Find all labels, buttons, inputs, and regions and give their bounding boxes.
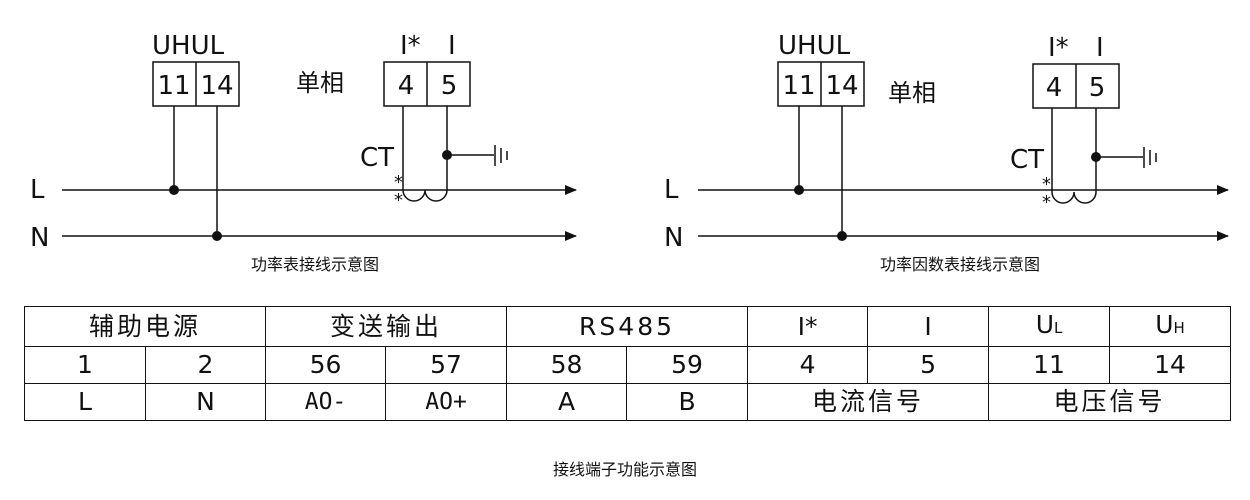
- table-cell: B: [626, 383, 749, 421]
- table-cell: 59: [626, 346, 749, 384]
- table-cell: 11: [988, 346, 1111, 384]
- current-signal-cell: 电流信号: [747, 383, 990, 421]
- voltage-terminal-11: 11: [157, 71, 190, 101]
- current-header-i: I: [448, 31, 456, 61]
- voltage-terminal-14: 14: [200, 71, 233, 101]
- polarity-star: *: [394, 172, 403, 193]
- header-u-h: UH: [1109, 306, 1232, 347]
- terminal-diagram-caption: 接线端子功能示意图: [552, 460, 697, 479]
- polarity-star: *: [394, 190, 403, 211]
- line-l-label: L: [664, 175, 679, 205]
- table-cell: N: [144, 383, 267, 421]
- power-meter-wiring-diagram: UHUL 11 14 单相 I* I 4 5 L N CT * *: [30, 31, 577, 274]
- voltage-header-label: UHUL: [152, 31, 225, 61]
- ground-icon: [494, 145, 508, 166]
- header-u-l: UL: [988, 306, 1111, 347]
- current-terminal-5: 5: [441, 71, 458, 101]
- current-terminal-5: 5: [1089, 73, 1106, 103]
- header-i: I: [867, 306, 990, 347]
- header-i-star: I*: [747, 306, 869, 347]
- junction-dot: [794, 185, 804, 195]
- ground-icon: [1143, 147, 1157, 168]
- voltage-header-label: UHUL: [778, 31, 851, 61]
- table-row: 辅助电源 变送输出 RS485 I* I UL UH: [23, 306, 1232, 347]
- table-cell: AO+: [385, 383, 508, 421]
- voltage-signal-cell: 电压信号: [988, 383, 1232, 421]
- junction-dot: [837, 231, 847, 241]
- table-cell: 57: [385, 346, 508, 384]
- current-terminal-4: 4: [398, 71, 415, 101]
- table-cell: 58: [506, 346, 628, 384]
- ct-coil: [402, 189, 448, 202]
- line-n-label: N: [664, 223, 683, 253]
- table-cell: 4: [747, 346, 869, 384]
- table-cell: A: [506, 383, 628, 421]
- ct-label: CT: [1010, 145, 1044, 175]
- voltage-terminal-14: 14: [825, 71, 858, 101]
- header-transmit-output: 变送输出: [265, 306, 508, 347]
- ct-coil: [1051, 191, 1097, 204]
- table-cell: L: [24, 383, 146, 421]
- voltage-terminal-11: 11: [782, 71, 815, 101]
- ct-label: CT: [360, 143, 394, 173]
- line-l-label: L: [30, 175, 45, 205]
- junction-dot: [212, 231, 222, 241]
- left-diagram-caption: 功率表接线示意图: [251, 255, 379, 274]
- header-rs485: RS485: [506, 306, 749, 347]
- single-phase-label: 单相: [888, 79, 936, 107]
- table-cell: AO-: [265, 383, 387, 421]
- table-row: L N AO- AO+ A B 电流信号 电压信号: [24, 383, 1232, 421]
- table-cell: 56: [265, 346, 387, 384]
- table-cell: 5: [867, 346, 990, 384]
- right-diagram-caption: 功率因数表接线示意图: [880, 255, 1040, 274]
- header-aux-power: 辅助电源: [23, 306, 267, 347]
- power-factor-meter-wiring-diagram: UHUL 11 14 单相 I* I 4 5 L N CT * * 功率: [664, 31, 1229, 274]
- wiring-diagrams: UHUL 11 14 单相 I* I 4 5 L N CT * *: [30, 31, 1229, 274]
- current-terminal-4: 4: [1046, 73, 1063, 103]
- table-row: 1 2 56 57 58 59 4 5 11 14: [24, 346, 1232, 384]
- current-header-i-star: I*: [400, 31, 421, 61]
- table-cell: 14: [1109, 346, 1232, 384]
- single-phase-label: 单相: [296, 69, 344, 97]
- polarity-star: *: [1042, 192, 1051, 213]
- table-cell: 1: [24, 346, 146, 384]
- line-n-label: N: [30, 223, 49, 253]
- table-cell: 2: [144, 346, 267, 384]
- terminal-function-table: 辅助电源 变送输出 RS485 I* I UL UH 1 2 56 57 58 …: [23, 306, 1232, 421]
- junction-dot: [169, 185, 179, 195]
- polarity-star: *: [1042, 174, 1051, 195]
- current-header-i-star: I*: [1048, 33, 1069, 63]
- current-header-i: I: [1096, 33, 1104, 63]
